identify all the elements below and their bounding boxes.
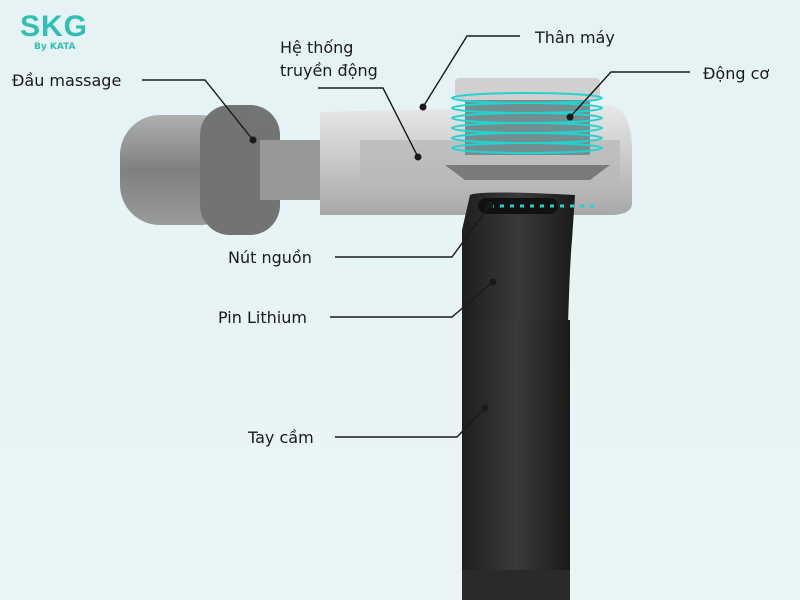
handle-grip-shape	[462, 320, 570, 600]
logo-brand: SKG	[20, 10, 89, 43]
logo-sub: By KATA	[34, 42, 76, 52]
handle-upper-shape	[462, 192, 575, 325]
label-body: Thân máy	[535, 28, 615, 47]
massage-head-shape	[120, 105, 370, 235]
label-power-button: Nút nguồn	[228, 248, 312, 267]
label-transmission-line1: Hệ thống	[280, 38, 354, 57]
leader-lines	[142, 35, 690, 438]
label-battery: Pin Lithium	[218, 308, 307, 327]
label-transmission-line2: truyền động	[280, 61, 378, 80]
leader-dots	[249, 103, 574, 412]
motor-shape	[445, 78, 610, 180]
label-massage-head: Đầu massage	[12, 71, 122, 90]
label-motor: Động cơ	[703, 64, 770, 83]
brand-logo: SKG By KATA	[20, 10, 89, 53]
label-handle: Tay cầm	[248, 428, 314, 447]
